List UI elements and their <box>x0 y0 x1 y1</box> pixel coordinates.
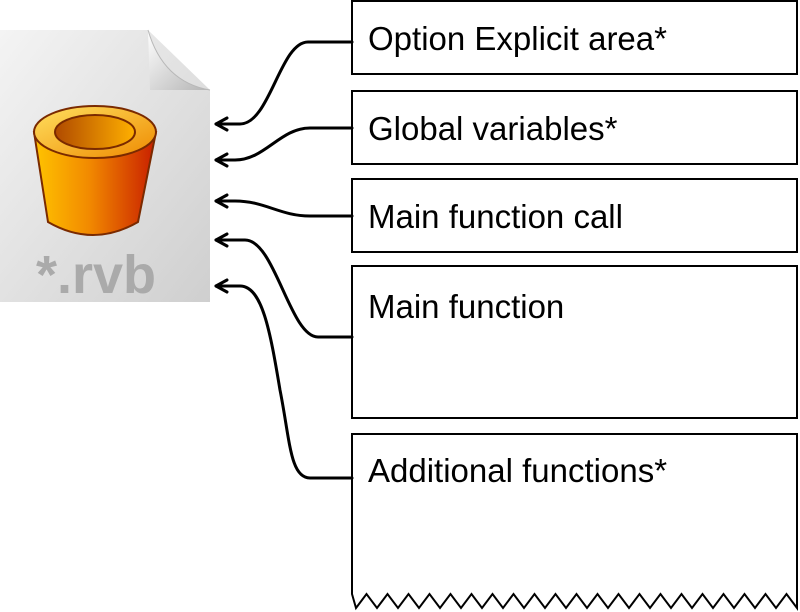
section-label-main-function: Main function <box>368 288 564 325</box>
cylinder-icon <box>32 105 158 236</box>
section-label-global-variables: Global variables* <box>368 110 618 147</box>
file-extension-label: *.rvb <box>36 245 156 305</box>
connector-arrow-global-variables <box>214 126 354 168</box>
section-box-option-explicit: Option Explicit area* <box>351 0 798 75</box>
section-label-main-function-call: Main function call <box>368 198 623 235</box>
section-box-main-function: Main function <box>351 265 798 419</box>
connector-arrow-main-function-call <box>214 193 354 218</box>
connector-arrow-main-function <box>214 232 354 339</box>
section-box-additional-functions: Additional functions* <box>351 433 798 611</box>
connector-arrow-additional-functions <box>214 278 354 480</box>
connector-arrow-option-explicit <box>214 40 354 132</box>
rvb-file-icon: *.rvb <box>0 29 211 305</box>
section-box-global-variables: Global variables* <box>351 90 798 165</box>
section-box-main-function-call: Main function call <box>351 178 798 253</box>
section-label-additional-functions: Additional functions* <box>368 452 667 489</box>
section-label-option-explicit: Option Explicit area* <box>368 20 667 57</box>
